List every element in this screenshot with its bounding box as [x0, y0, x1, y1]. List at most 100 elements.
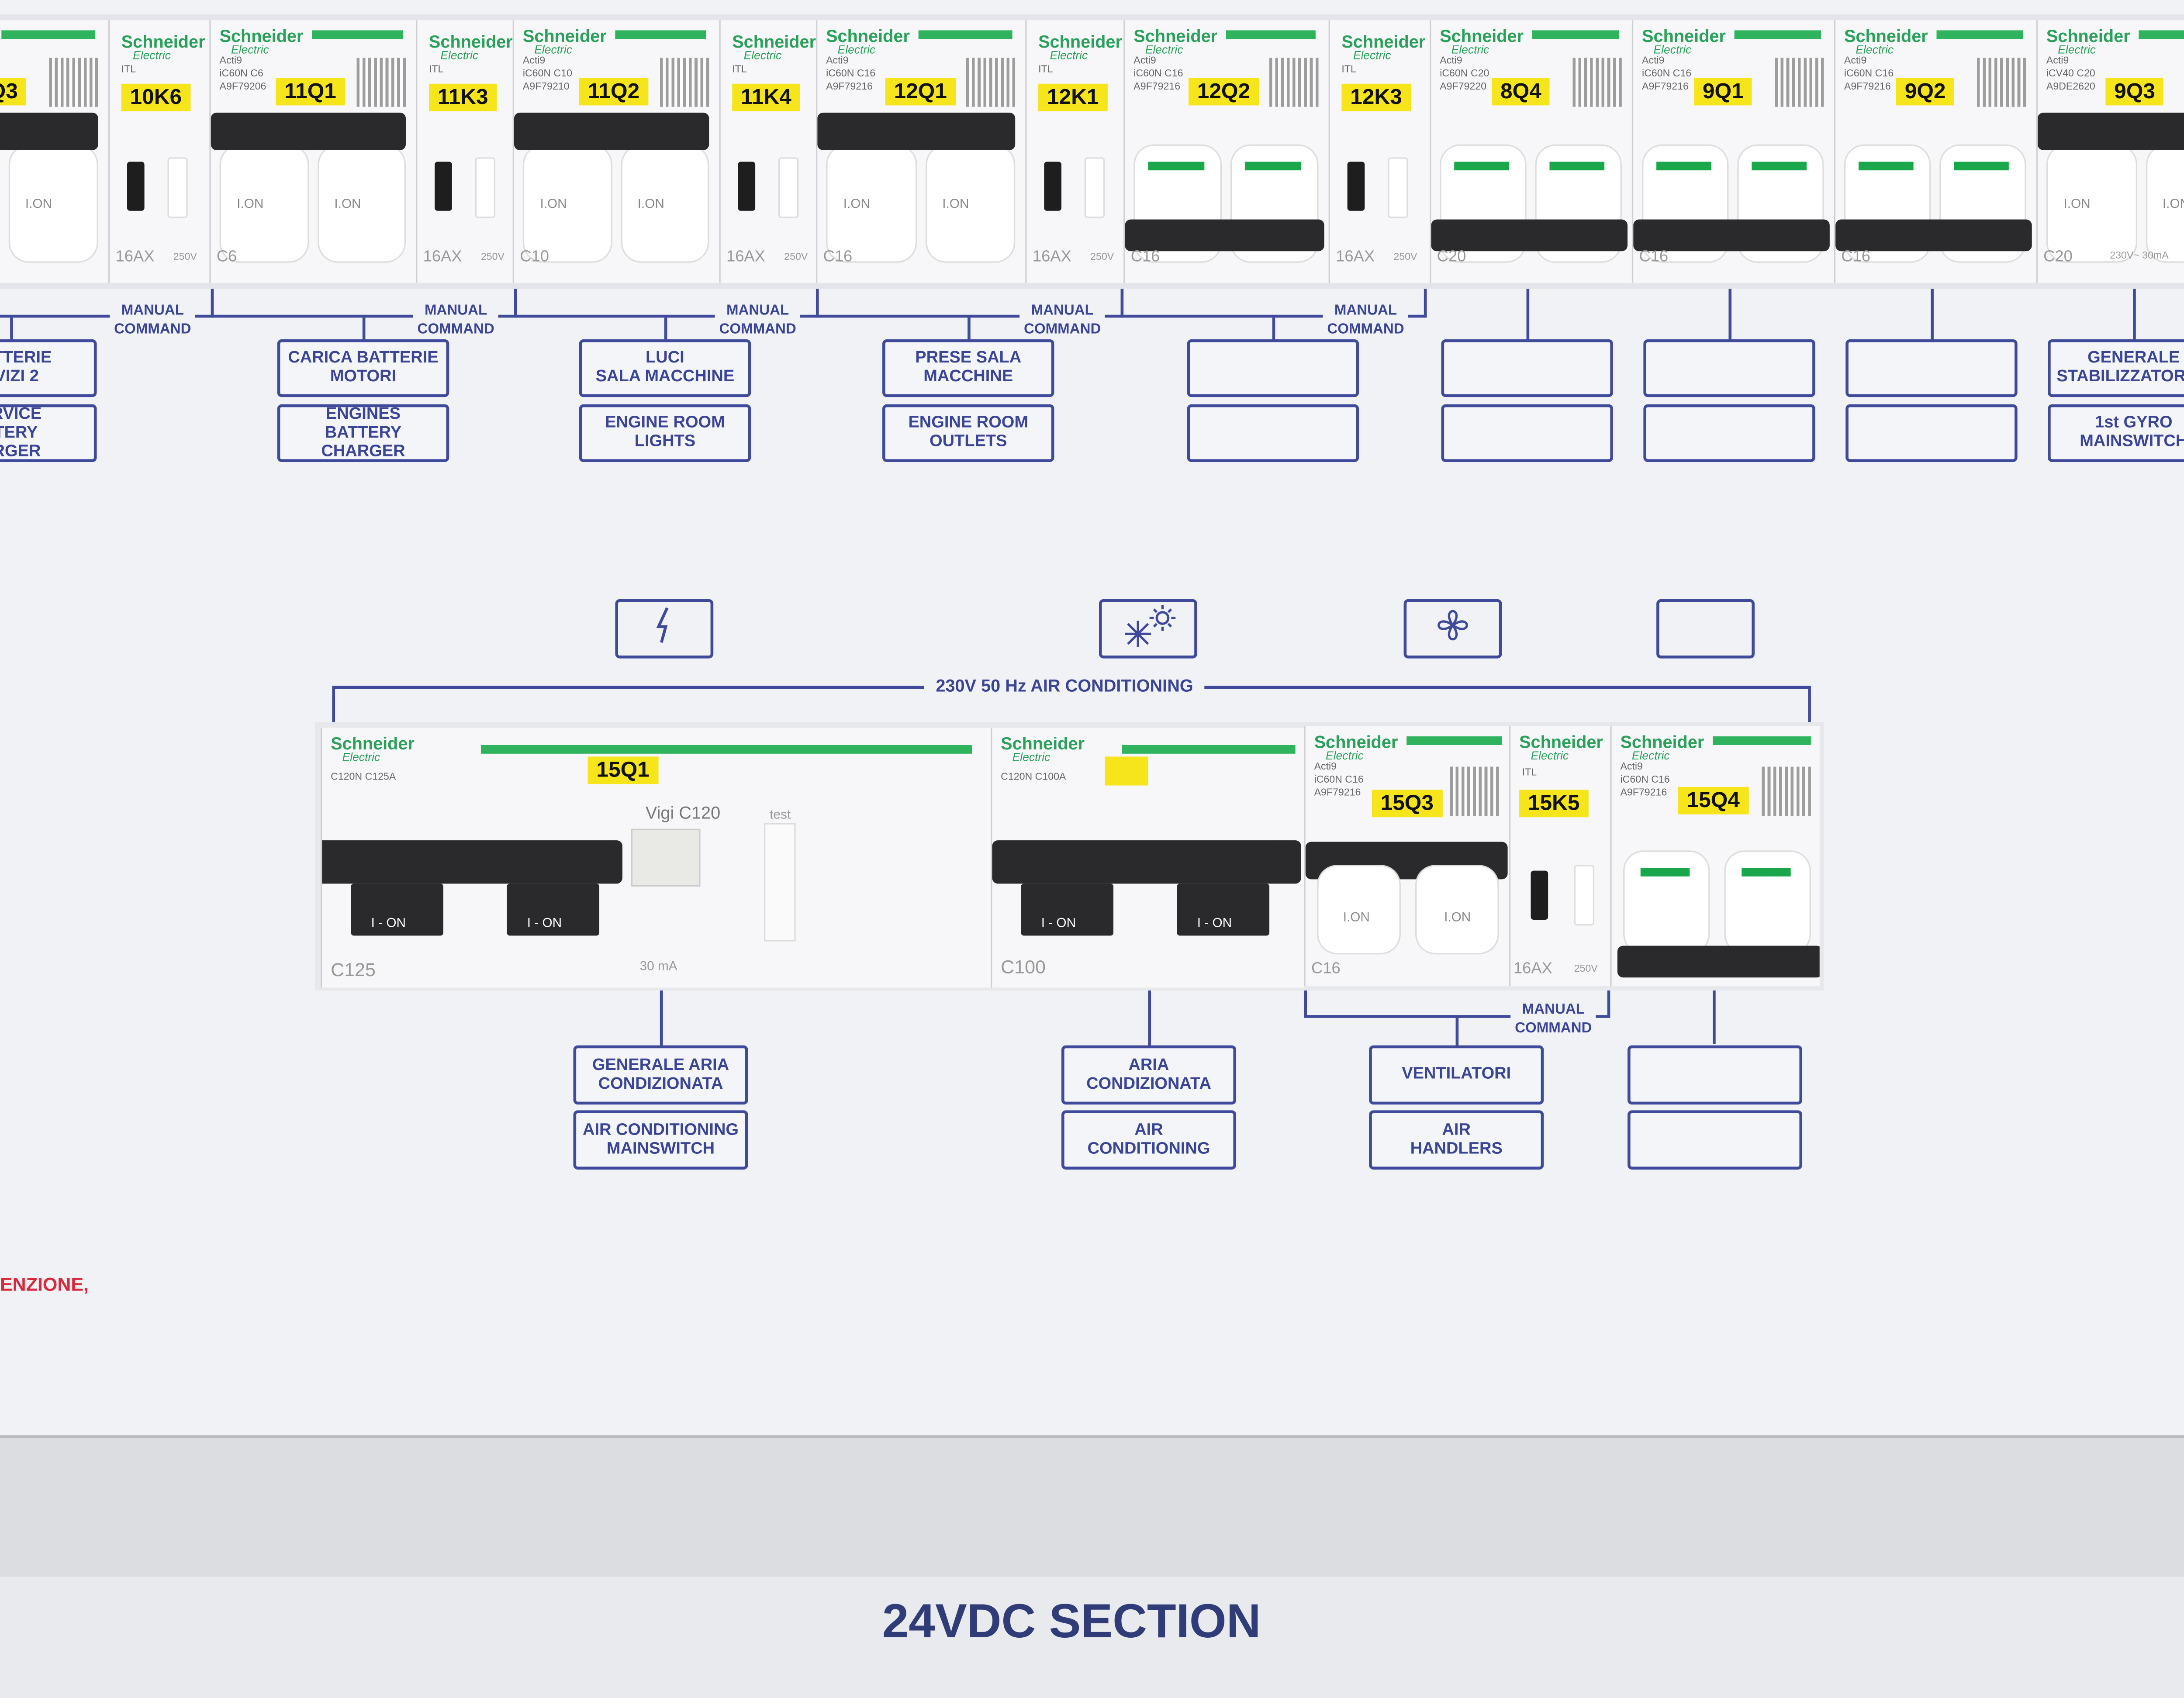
brand-green-bar	[1406, 736, 1502, 745]
manual-command-bracket	[819, 314, 1124, 318]
itl-lever[interactable]	[1044, 162, 1061, 211]
label-box-english: AIR CONDITIONING	[1061, 1110, 1237, 1170]
breaker-toggle[interactable]	[2046, 144, 2137, 263]
auto-off-switch[interactable]	[1574, 865, 1594, 926]
handle-tie-bar[interactable]	[992, 840, 1301, 884]
breaker-handle[interactable]	[1177, 884, 1270, 936]
device-tag: 9Q1	[1694, 78, 1752, 106]
manual-command-label: MANUAL COMMAND	[110, 301, 196, 339]
breaker-toggle[interactable]	[219, 144, 308, 263]
bracket-riser	[816, 289, 819, 318]
qr-code	[1450, 766, 1499, 816]
breaker-toggle[interactable]	[1724, 850, 1811, 955]
brand-green-bar	[1226, 30, 1316, 39]
vigi-reset-lever[interactable]	[631, 828, 701, 887]
auto-off-switch[interactable]	[1388, 157, 1408, 218]
brand-sub: Electric	[743, 49, 782, 62]
itl-lever[interactable]	[738, 162, 756, 211]
itl-lever[interactable]	[1531, 870, 1548, 920]
breaker-handle[interactable]	[1021, 884, 1114, 936]
brand-green-bar	[1122, 745, 1296, 754]
qr-code	[1977, 58, 2026, 107]
lower-panel-plate	[0, 1577, 2184, 1698]
brand-name: Schneider	[2046, 26, 2130, 46]
breaker-toggle[interactable]	[1415, 865, 1499, 955]
manual-command-label: MANUAL COMMAND	[413, 301, 499, 339]
breaker-toggle[interactable]	[522, 144, 612, 263]
handle-tie-bar[interactable]	[1835, 219, 2032, 252]
itl-lever[interactable]	[1347, 162, 1365, 211]
label-box-italian	[1643, 339, 1815, 397]
brand-name: Schneider	[1440, 26, 1524, 46]
brand-sub: Electric	[1451, 43, 1489, 56]
breaker-toggle[interactable]	[1623, 850, 1710, 955]
model-text: Acti9 iC60N C16 A9F79216	[1844, 56, 1894, 93]
on-indicator	[1752, 162, 1807, 171]
test-button[interactable]	[764, 823, 796, 942]
itl-model: ITL	[121, 65, 136, 75]
handle-tie-bar[interactable]	[1617, 946, 1820, 978]
auto-off-switch[interactable]	[475, 157, 495, 218]
auto-off-switch[interactable]	[1084, 157, 1105, 218]
breaker-toggle[interactable]	[317, 144, 406, 263]
icon-panel-3	[1656, 599, 1755, 659]
connector-line	[664, 318, 667, 339]
qr-code	[1762, 766, 1811, 816]
brand-name: Schneider	[219, 26, 304, 46]
breaker-toggle[interactable]	[8, 144, 98, 263]
bracket-riser	[1304, 990, 1307, 1017]
model-text: Acti9 iCV40 C20 A9DE2620	[2046, 56, 2095, 93]
curve-rating: C6	[216, 248, 237, 266]
handle-tie-bar[interactable]	[0, 112, 98, 150]
breaker-toggle[interactable]	[1317, 865, 1401, 955]
itl-lever[interactable]	[435, 162, 452, 211]
breaker-handle[interactable]	[351, 884, 443, 936]
handle-tie-bar[interactable]	[514, 112, 709, 150]
auto-off-switch[interactable]	[778, 157, 799, 218]
brand-sub: Electric	[1531, 749, 1569, 763]
breaker-toggle[interactable]	[620, 144, 709, 263]
handle-tie-bar[interactable]	[817, 112, 1016, 150]
handle-tie-bar[interactable]	[1431, 219, 1628, 252]
brand-name: Schneider	[1001, 733, 1085, 754]
handle-tie-bar[interactable]	[322, 840, 622, 884]
label-box-english	[1187, 404, 1359, 462]
itl-lever[interactable]	[127, 162, 145, 211]
label-box-english	[1845, 404, 2018, 462]
handle-tie-bar[interactable]	[211, 112, 406, 150]
handle-tie-bar[interactable]	[1633, 219, 1830, 252]
breaker-toggle[interactable]	[826, 144, 916, 263]
label-box-italian: GENERALE STABILIZZATORE 1	[2048, 339, 2184, 397]
panel-edge	[0, 1435, 2184, 1438]
rating: 16AX	[726, 248, 765, 266]
model-text: Acti9 iC60N C16 A9F79216	[1314, 762, 1364, 799]
bracket-riser	[1424, 289, 1427, 318]
handle-tie-bar[interactable]	[2037, 112, 2184, 150]
label-box-english: AIR HANDLERS	[1369, 1110, 1544, 1170]
warning-text-fragment: ENZIONE,	[0, 1273, 89, 1295]
vigi-label: Vigi C120	[645, 803, 721, 823]
model-text: C120N C125A	[331, 772, 396, 783]
brand-green-bar	[480, 745, 972, 754]
breaker-toggle[interactable]	[2145, 144, 2184, 263]
itl-model: ITL	[1038, 65, 1053, 75]
breaker-toggle[interactable]	[925, 144, 1016, 263]
voltage: 250V	[784, 252, 808, 263]
handle-tie-bar[interactable]	[1125, 219, 1324, 252]
auto-off-switch[interactable]	[167, 157, 188, 218]
bracket-riser	[1120, 289, 1124, 318]
breaker-handle[interactable]	[507, 884, 600, 936]
qr-code	[1269, 58, 1319, 107]
